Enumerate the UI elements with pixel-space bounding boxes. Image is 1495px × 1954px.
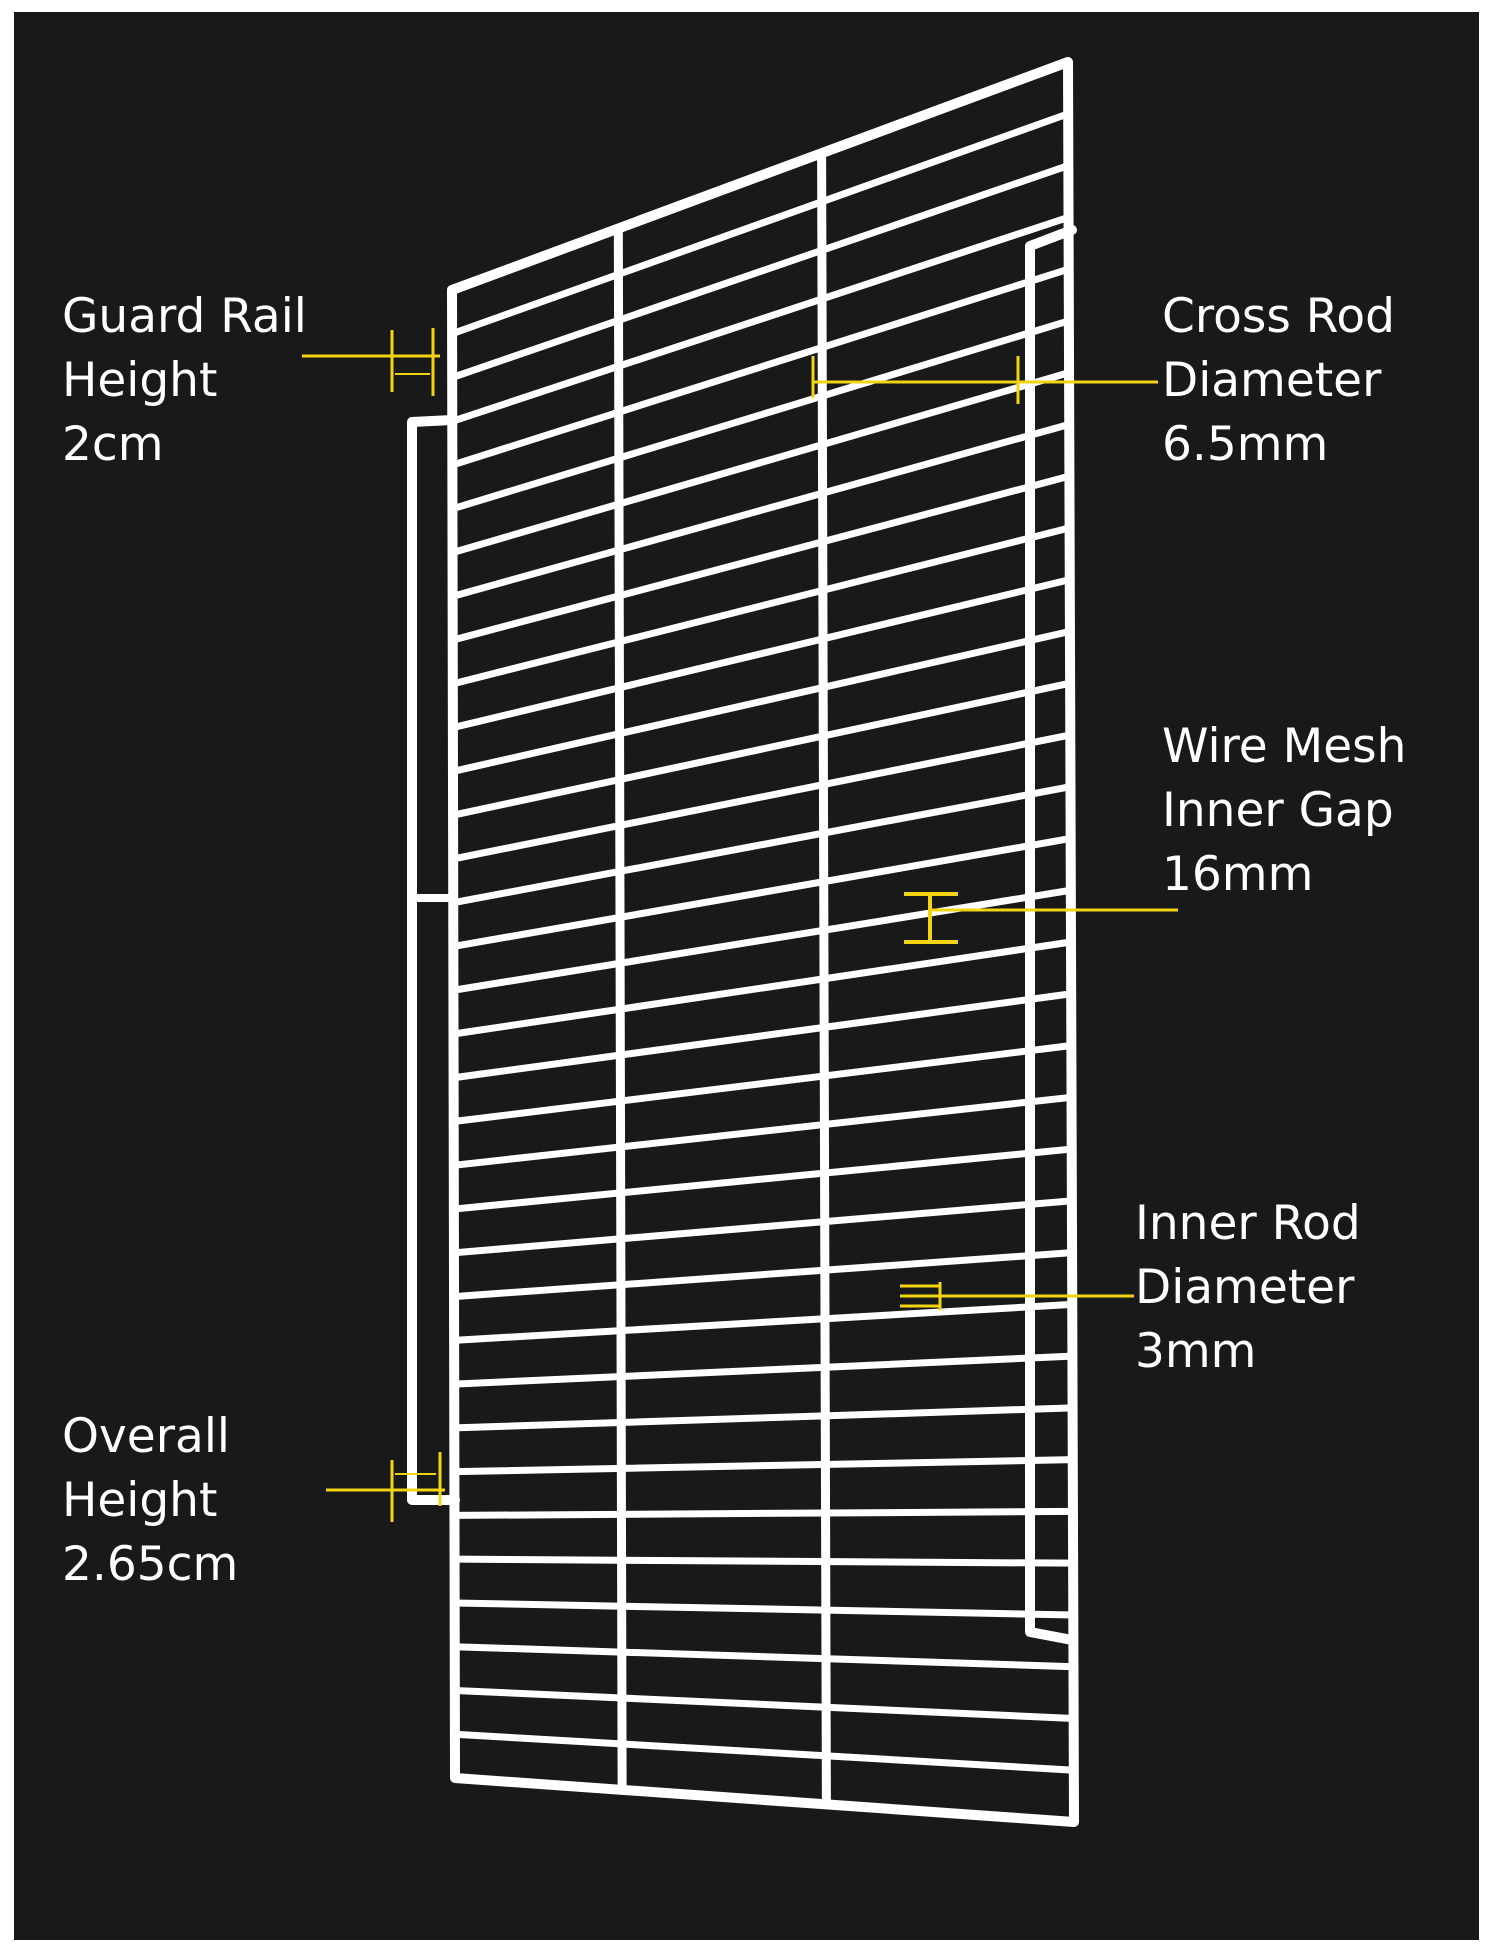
wire-mesh-inner-gap-callout: Wire Mesh Inner Gap 16mm: [1162, 715, 1406, 907]
cross-rod: [450, 1352, 1076, 1388]
support-rod: [817, 148, 831, 1809]
cross-rod: [449, 627, 1074, 775]
cross-rod: [449, 679, 1074, 819]
right-guard-rail: [1025, 225, 1077, 1645]
cross-rod: [449, 886, 1075, 994]
callout-title-line: Inner Rod: [1135, 1196, 1361, 1251]
cross-rod: [450, 990, 1075, 1082]
cross-rod: [448, 317, 1073, 513]
overall-height-callout: Overall Height 2.65cm: [62, 1405, 238, 1597]
left-guard-rail: [407, 415, 460, 1505]
cross-rod: [449, 834, 1075, 950]
cross-rod: [450, 1456, 1077, 1476]
cross-rod: [448, 265, 1073, 469]
cross-rod: [450, 1300, 1076, 1344]
cross-rod: [448, 110, 1072, 338]
cross-rod: [450, 1197, 1076, 1257]
callout-title-line: Diameter: [1162, 353, 1382, 408]
callout-value: 16mm: [1162, 847, 1314, 902]
cross-rod: [449, 472, 1073, 644]
cross-rod: [449, 369, 1073, 557]
callout-title-line: Diameter: [1135, 1260, 1355, 1315]
cross-rod: [450, 1093, 1076, 1169]
dimension-markers: [302, 328, 1178, 1522]
callout-title-line: Overall: [62, 1409, 230, 1464]
callout-value: 6.5mm: [1162, 417, 1329, 472]
dark-background: [14, 12, 1479, 1940]
cross-rod: [450, 938, 1075, 1038]
cross-rod: [449, 420, 1073, 600]
cross-rod: [449, 783, 1074, 907]
callout-value: 2cm: [62, 417, 164, 472]
inner-rod-diameter-callout: Inner Rod Diameter 3mm: [1135, 1192, 1361, 1384]
cross-rod: [448, 162, 1072, 382]
support-rod: [613, 223, 627, 1795]
callout-title-line: Height: [62, 353, 218, 408]
cross-rod: [449, 731, 1074, 863]
callout-value: 3mm: [1135, 1324, 1257, 1379]
callout-value: 2.65cm: [62, 1537, 239, 1592]
outer-frame: [447, 57, 1079, 1827]
cross-rod: [451, 1599, 1077, 1619]
callout-title-line: Wire Mesh: [1162, 719, 1407, 774]
callout-title-line: Cross Rod: [1162, 289, 1395, 344]
callout-title-line: Inner Gap: [1162, 783, 1394, 838]
cross-rod: [449, 524, 1074, 688]
cross-rod: [450, 1404, 1077, 1432]
cross-rod-diameter-callout: Cross Rod Diameter 6.5mm: [1162, 285, 1395, 477]
callout-title-line: Height: [62, 1473, 218, 1528]
cross-rod: [451, 1686, 1078, 1722]
cross-rod: [450, 1145, 1076, 1213]
cross-rod: [450, 1507, 1077, 1519]
cross-rod: [450, 1042, 1075, 1126]
cross-rod: [448, 213, 1073, 425]
callout-title-line: Guard Rail: [62, 289, 307, 344]
cross-rod: [451, 1730, 1078, 1774]
guard-rail-height-callout: Guard Rail Height 2cm: [62, 285, 307, 477]
cross-rod: [450, 1249, 1076, 1301]
wire-shelf: [407, 57, 1079, 1827]
cross-rod: [451, 1643, 1077, 1671]
cross-rod: [449, 576, 1074, 732]
cross-rod: [451, 1555, 1077, 1567]
